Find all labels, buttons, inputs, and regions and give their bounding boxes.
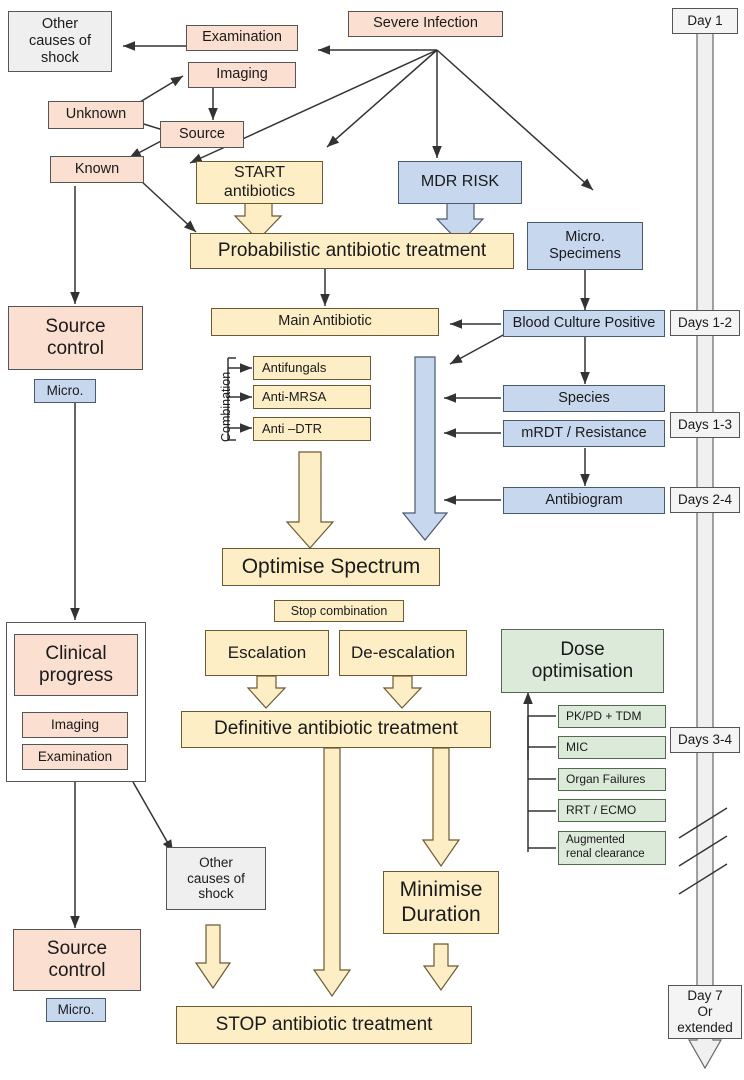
timeline-label-days3-4: Days 3-4 (670, 727, 740, 753)
node-rrt-ecmo[interactable]: RRT / ECMO (558, 799, 666, 822)
block-arrow-escalation (246, 675, 287, 709)
block-arrow-minimise-stop (422, 943, 460, 992)
node-anti-mrsa[interactable]: Anti-MRSA (253, 385, 371, 409)
node-stop-combination[interactable]: Stop combination (274, 600, 404, 622)
node-pkpd-tdm[interactable]: PK/PD + TDM (558, 705, 666, 728)
node-micro-1[interactable]: Micro. (34, 379, 96, 403)
timeline-label-day1: Day 1 (672, 8, 738, 34)
node-examination-top[interactable]: Examination (186, 25, 298, 51)
node-micro-specimens[interactable]: Micro. Specimens (527, 222, 643, 270)
node-anti-dtr[interactable]: Anti –DTR (253, 417, 371, 441)
block-arrow-combination (285, 451, 335, 549)
node-source[interactable]: Source (160, 121, 244, 148)
node-mrdt-resistance[interactable]: mRDT / Resistance (503, 420, 665, 447)
node-known[interactable]: Known (50, 156, 144, 183)
node-organ-failures[interactable]: Organ Failures (558, 768, 666, 791)
node-unknown[interactable]: Unknown (48, 101, 144, 129)
node-probabilistic-treatment[interactable]: Probabilistic antibiotic treatment (190, 233, 514, 269)
block-arrow-definitive-minimise (421, 747, 461, 868)
block-arrow-microbiology (401, 356, 449, 541)
timeline-label-days1-2: Days 1-2 (670, 310, 740, 336)
node-antibiogram[interactable]: Antibiogram (503, 487, 665, 514)
node-mdr-risk[interactable]: MDR RISK (398, 161, 522, 204)
node-dose-optimisation[interactable]: Dose optimisation (501, 629, 664, 693)
timeline-break-marks (678, 807, 728, 895)
node-source-control-2[interactable]: Source control (13, 929, 141, 991)
node-other-causes-shock-bottom[interactable]: Other causes of shock (166, 847, 266, 910)
node-blood-culture-positive[interactable]: Blood Culture Positive (503, 310, 665, 337)
node-augmented-renal-clearance[interactable]: Augmented renal clearance (558, 831, 666, 865)
timeline-label-days2-4: Days 2-4 (670, 487, 740, 513)
node-optimise-spectrum[interactable]: Optimise Spectrum (222, 548, 440, 586)
node-stop-antibiotic-treatment[interactable]: STOP antibiotic treatment (176, 1006, 472, 1044)
node-imaging-top[interactable]: Imaging (188, 62, 296, 88)
block-arrow-othercauses-stop (194, 924, 232, 990)
node-de-escalation[interactable]: De-escalation (339, 630, 467, 676)
node-minimise-duration[interactable]: Minimise Duration (383, 871, 499, 934)
node-mic[interactable]: MIC (558, 736, 666, 759)
node-start-antibiotics[interactable]: START antibiotics (196, 161, 323, 204)
node-severe-infection[interactable]: Severe Infection (348, 11, 503, 37)
timeline-shaft (687, 29, 723, 1070)
node-clinical-progress[interactable]: Clinical progress (14, 634, 138, 696)
block-arrow-deescalation (382, 675, 423, 709)
node-antifungals[interactable]: Antifungals (253, 356, 371, 380)
node-micro-2[interactable]: Micro. (46, 998, 106, 1022)
node-examination-2[interactable]: Examination (22, 744, 128, 770)
timeline-label-days1-3: Days 1-3 (670, 412, 740, 438)
node-imaging-2[interactable]: Imaging (22, 712, 128, 738)
node-other-causes-shock-top[interactable]: Other causes of shock (8, 11, 112, 72)
node-species[interactable]: Species (503, 385, 665, 412)
timeline-label-day7: Day 7 Or extended (668, 985, 742, 1039)
label-combination: Combination (219, 371, 233, 442)
node-definitive-treatment[interactable]: Definitive antibiotic treatment (181, 711, 491, 748)
block-arrow-definitive-stop (312, 747, 352, 998)
node-escalation[interactable]: Escalation (205, 630, 329, 676)
node-source-control-1[interactable]: Source control (8, 306, 143, 370)
node-main-antibiotic[interactable]: Main Antibiotic (211, 308, 439, 336)
